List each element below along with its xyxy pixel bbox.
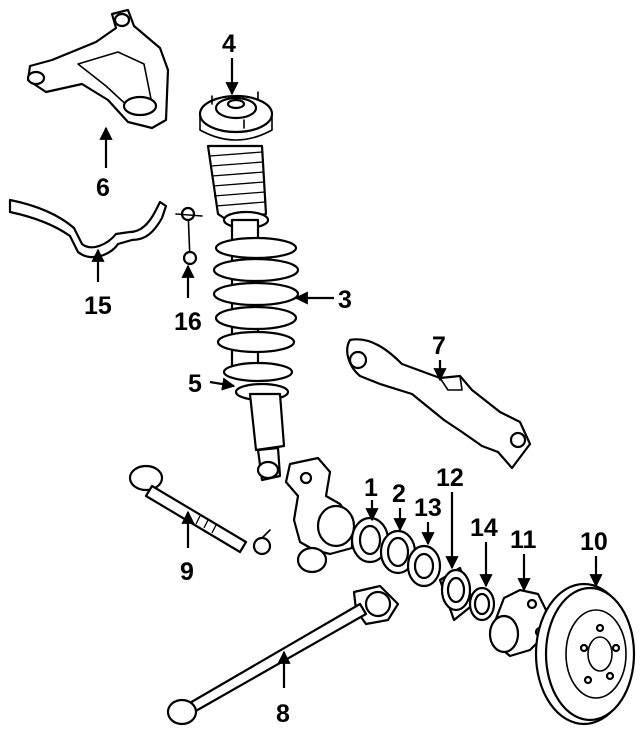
callout-15: 15 bbox=[84, 292, 112, 320]
stabilizer-link bbox=[175, 206, 203, 266]
callout-9: 9 bbox=[180, 558, 194, 586]
wheel-hub-11 bbox=[488, 588, 548, 658]
upper-control-arm bbox=[26, 8, 170, 130]
callout-16: 16 bbox=[174, 308, 202, 336]
callout-6: 6 bbox=[96, 174, 110, 202]
callout-labels: 1 2 3 4 5 6 7 8 9 10 11 12 13 14 15 16 bbox=[84, 30, 608, 728]
strut-mount bbox=[198, 91, 274, 141]
callout-14: 14 bbox=[470, 514, 498, 542]
callout-12: 12 bbox=[436, 464, 464, 492]
callout-2: 2 bbox=[392, 480, 406, 508]
callout-3: 3 bbox=[338, 286, 352, 314]
leader-5 bbox=[209, 377, 236, 391]
bearing-race-13 bbox=[406, 544, 442, 588]
callout-4: 4 bbox=[222, 30, 236, 58]
brake-rotor-10 bbox=[534, 582, 636, 726]
steering-knuckle bbox=[284, 456, 356, 574]
strut-assembly bbox=[212, 218, 300, 482]
dust-boot bbox=[206, 144, 270, 230]
callout-11: 11 bbox=[510, 526, 537, 554]
lateral-link bbox=[128, 464, 272, 556]
wheel-bearing-12 bbox=[438, 566, 476, 622]
callout-7: 7 bbox=[432, 332, 446, 360]
callout-10: 10 bbox=[580, 528, 608, 556]
callout-5: 5 bbox=[188, 370, 202, 398]
leader-lines bbox=[91, 58, 603, 688]
trailing-arm bbox=[346, 338, 532, 470]
snap-ring-14 bbox=[468, 586, 496, 622]
lower-control-link-8 bbox=[166, 584, 400, 726]
callout-13: 13 bbox=[414, 494, 442, 522]
stabilizer-bar bbox=[8, 198, 168, 259]
callout-8: 8 bbox=[276, 700, 290, 728]
callout-1: 1 bbox=[364, 474, 378, 502]
